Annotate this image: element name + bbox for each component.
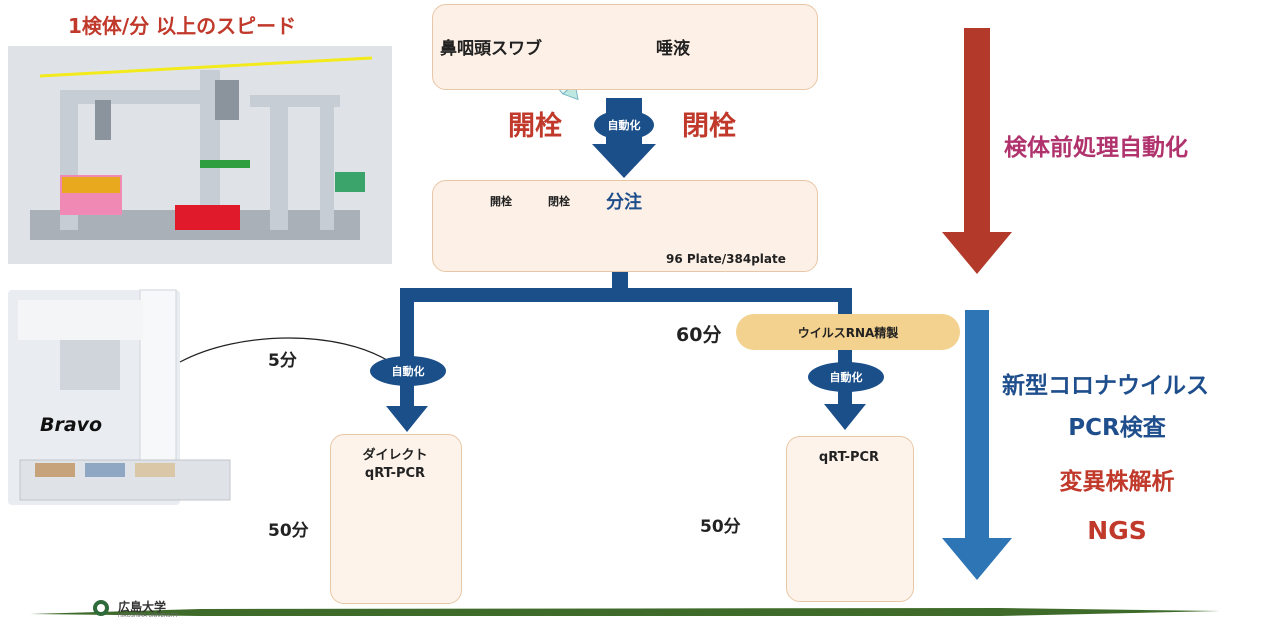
university-name-en: HIROSHIMA UNIVERSITY xyxy=(118,613,179,619)
sample-collection-panel xyxy=(432,4,818,90)
pcr-blue-arrow xyxy=(942,310,1012,580)
qrt-pcr-label: qRT-PCR xyxy=(818,450,880,465)
automation-robot-image xyxy=(8,46,392,264)
pretreatment-automation-label: 検体前処理自動化 xyxy=(1004,135,1188,161)
bravo-instrument-image xyxy=(8,289,231,505)
bravo-time: 5分 xyxy=(268,351,297,371)
dispense-label: 分注 xyxy=(606,192,642,213)
right-pcr-time: 50分 xyxy=(700,517,741,537)
speed-title: 1検体/分 以上のスピード xyxy=(68,14,297,38)
ngs-label: NGS xyxy=(1087,516,1147,545)
covid-label: 新型コロナウイルス xyxy=(1002,373,1209,399)
left-pcr-time: 50分 xyxy=(268,521,309,541)
variant-analysis-label: 変異株解析 xyxy=(1059,469,1175,495)
direct-qrt-pcr-panel xyxy=(330,434,462,604)
university-logo-icon xyxy=(93,600,109,616)
university-name: 広島大学 xyxy=(118,600,167,614)
swab-label: 鼻咽頭スワブ xyxy=(440,39,542,59)
pretreatment-red-arrow xyxy=(942,28,1012,274)
direct-pcr-label-line1: ダイレクト xyxy=(362,448,428,463)
qrt-pcr-panel xyxy=(786,436,914,602)
pcr-test-label: PCR検査 xyxy=(1068,415,1166,441)
dispense-panel xyxy=(432,180,818,272)
automation-badge-right: 自動化 xyxy=(808,362,884,392)
plate-label: 96 Plate/384plate xyxy=(666,252,786,266)
rna-purification-pill: ウイルスRNA精製 xyxy=(736,314,960,350)
rna-purification-time: 60分 xyxy=(676,324,722,346)
uncap-label: 開栓 xyxy=(508,111,562,142)
footer-green-band xyxy=(30,608,1220,616)
tube-uncap-label: 開栓 xyxy=(490,195,512,208)
automation-badge-top: 自動化 xyxy=(594,110,654,140)
saliva-label: 唾液 xyxy=(656,39,690,59)
automation-badge-left: 自動化 xyxy=(370,356,446,386)
direct-pcr-label-line2: qRT-PCR xyxy=(364,466,426,481)
tube-cap-label: 閉栓 xyxy=(548,195,570,208)
bravo-label: Bravo xyxy=(40,414,103,436)
cap-label: 閉栓 xyxy=(682,111,736,142)
